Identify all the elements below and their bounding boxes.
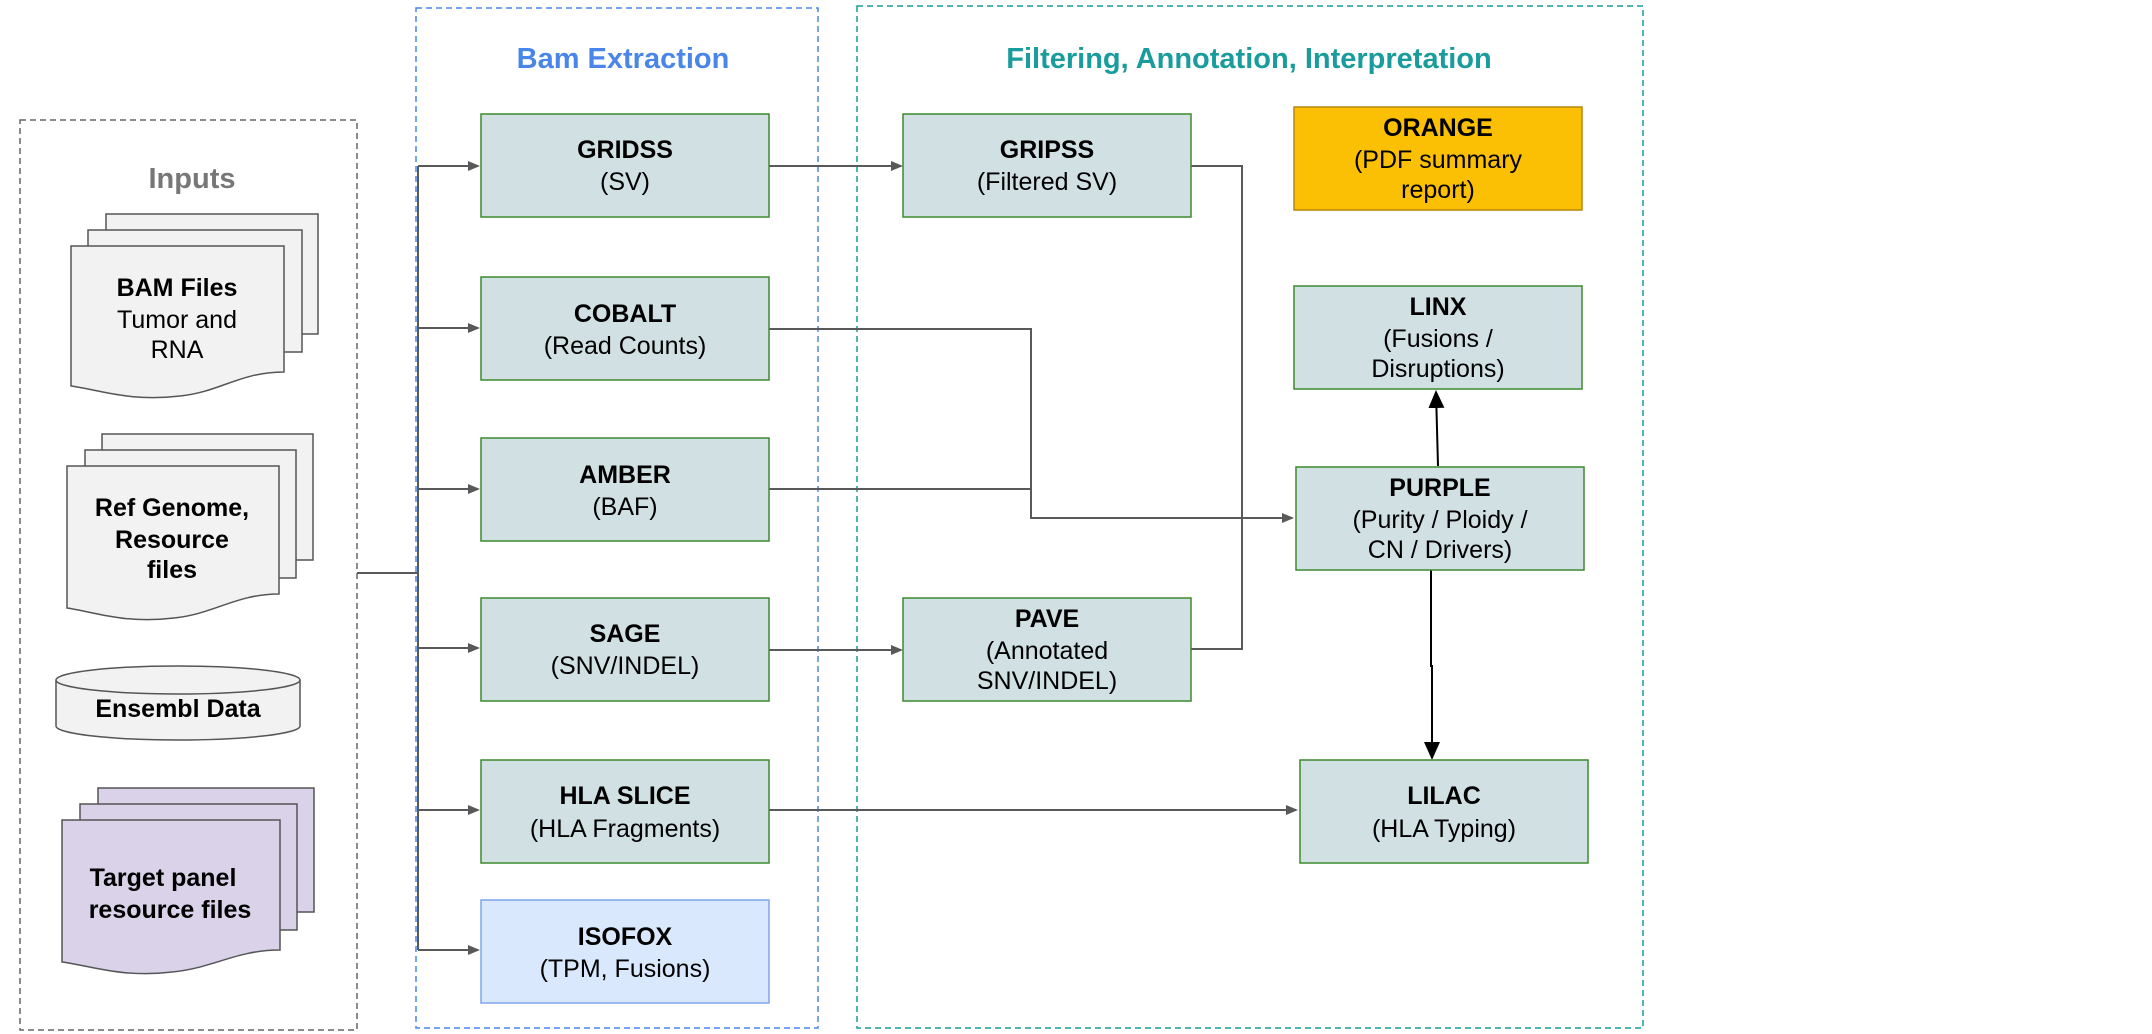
- bam-extraction-frame: [415, 7, 819, 1029]
- orange-desc-line2: report): [1401, 176, 1475, 204]
- purple-name: PURPLE: [1389, 474, 1490, 502]
- pave-desc-line2: SNV/INDEL): [977, 667, 1117, 695]
- bam-extraction-title: Bam Extraction: [517, 43, 730, 75]
- ensembl-data-input: Ensembl Data: [55, 665, 301, 741]
- orange-desc-line1: (PDF summary: [1354, 146, 1523, 174]
- target-panel-line2: resource files: [89, 896, 252, 924]
- ref-genome-input: Ref Genome, Resource files: [66, 433, 314, 621]
- amber-name: AMBER: [579, 461, 671, 489]
- inputs-frame: [19, 119, 358, 1031]
- gridss-desc: (SV): [600, 168, 650, 196]
- bam-files-title: BAM Files: [117, 274, 238, 302]
- gridss-name: GRIDSS: [577, 136, 673, 164]
- orange-box: ORANGE (PDF summary report): [1293, 106, 1583, 211]
- filtering-frame: [856, 5, 1644, 1029]
- purple-desc-line2: CN / Drivers): [1368, 536, 1512, 564]
- flow-connectors: [769, 161, 1298, 815]
- linx-name: LINX: [1410, 293, 1467, 321]
- bam-files-input: BAM Files Tumor and RNA: [70, 213, 319, 399]
- bam-files-line3: RNA: [151, 336, 204, 364]
- purple-box: PURPLE (Purity / Ploidy / CN / Drivers): [1295, 466, 1585, 571]
- cobalt-desc: (Read Counts): [544, 332, 707, 360]
- ref-genome-line3: files: [147, 556, 197, 584]
- amber-box: AMBER (BAF): [480, 437, 770, 542]
- sage-desc: (SNV/INDEL): [551, 652, 700, 680]
- pave-name: PAVE: [1015, 605, 1079, 633]
- target-panel-line1: Target panel: [90, 864, 237, 892]
- ensembl-data-label: Ensembl Data: [95, 695, 261, 723]
- orange-name: ORANGE: [1383, 114, 1493, 142]
- purple-desc-line1: (Purity / Ploidy /: [1352, 506, 1527, 534]
- ref-genome-line1: Ref Genome,: [95, 494, 249, 522]
- isofox-box: ISOFOX (TPM, Fusions): [480, 899, 770, 1004]
- purple-connectors: [1424, 390, 1445, 760]
- input-bus: [357, 161, 480, 955]
- isofox-name: ISOFOX: [578, 923, 673, 951]
- linx-desc-line1: (Fusions /: [1383, 325, 1493, 353]
- linx-box: LINX (Fusions / Disruptions): [1293, 285, 1583, 390]
- gripss-box: GRIPSS (Filtered SV): [902, 113, 1192, 218]
- gripss-desc: (Filtered SV): [977, 168, 1117, 196]
- pave-desc-line1: (Annotated: [986, 637, 1108, 665]
- linx-desc-line2: Disruptions): [1371, 355, 1504, 383]
- gridss-box: GRIDSS (SV): [480, 113, 770, 218]
- sage-name: SAGE: [590, 620, 661, 648]
- filtering-title: Filtering, Annotation, Interpretation: [1006, 43, 1491, 75]
- lilac-box: LILAC (HLA Typing): [1299, 759, 1589, 864]
- pave-box: PAVE (Annotated SNV/INDEL): [902, 597, 1192, 702]
- ref-genome-line2: Resource: [115, 526, 229, 554]
- cobalt-name: COBALT: [574, 300, 676, 328]
- hla-slice-desc: (HLA Fragments): [530, 815, 720, 843]
- bam-files-line2: Tumor and: [117, 306, 237, 334]
- inputs-title: Inputs: [149, 163, 236, 195]
- cobalt-box: COBALT (Read Counts): [480, 276, 770, 381]
- lilac-desc: (HLA Typing): [1372, 815, 1516, 843]
- hla-slice-name: HLA SLICE: [559, 782, 690, 810]
- target-panel-input: Target panel resource files: [61, 787, 315, 975]
- sage-box: SAGE (SNV/INDEL): [480, 597, 770, 702]
- lilac-name: LILAC: [1407, 782, 1481, 810]
- hla-slice-box: HLA SLICE (HLA Fragments): [480, 759, 770, 864]
- gripss-name: GRIPSS: [1000, 136, 1094, 164]
- isofox-desc: (TPM, Fusions): [540, 955, 711, 983]
- amber-desc: (BAF): [592, 493, 657, 521]
